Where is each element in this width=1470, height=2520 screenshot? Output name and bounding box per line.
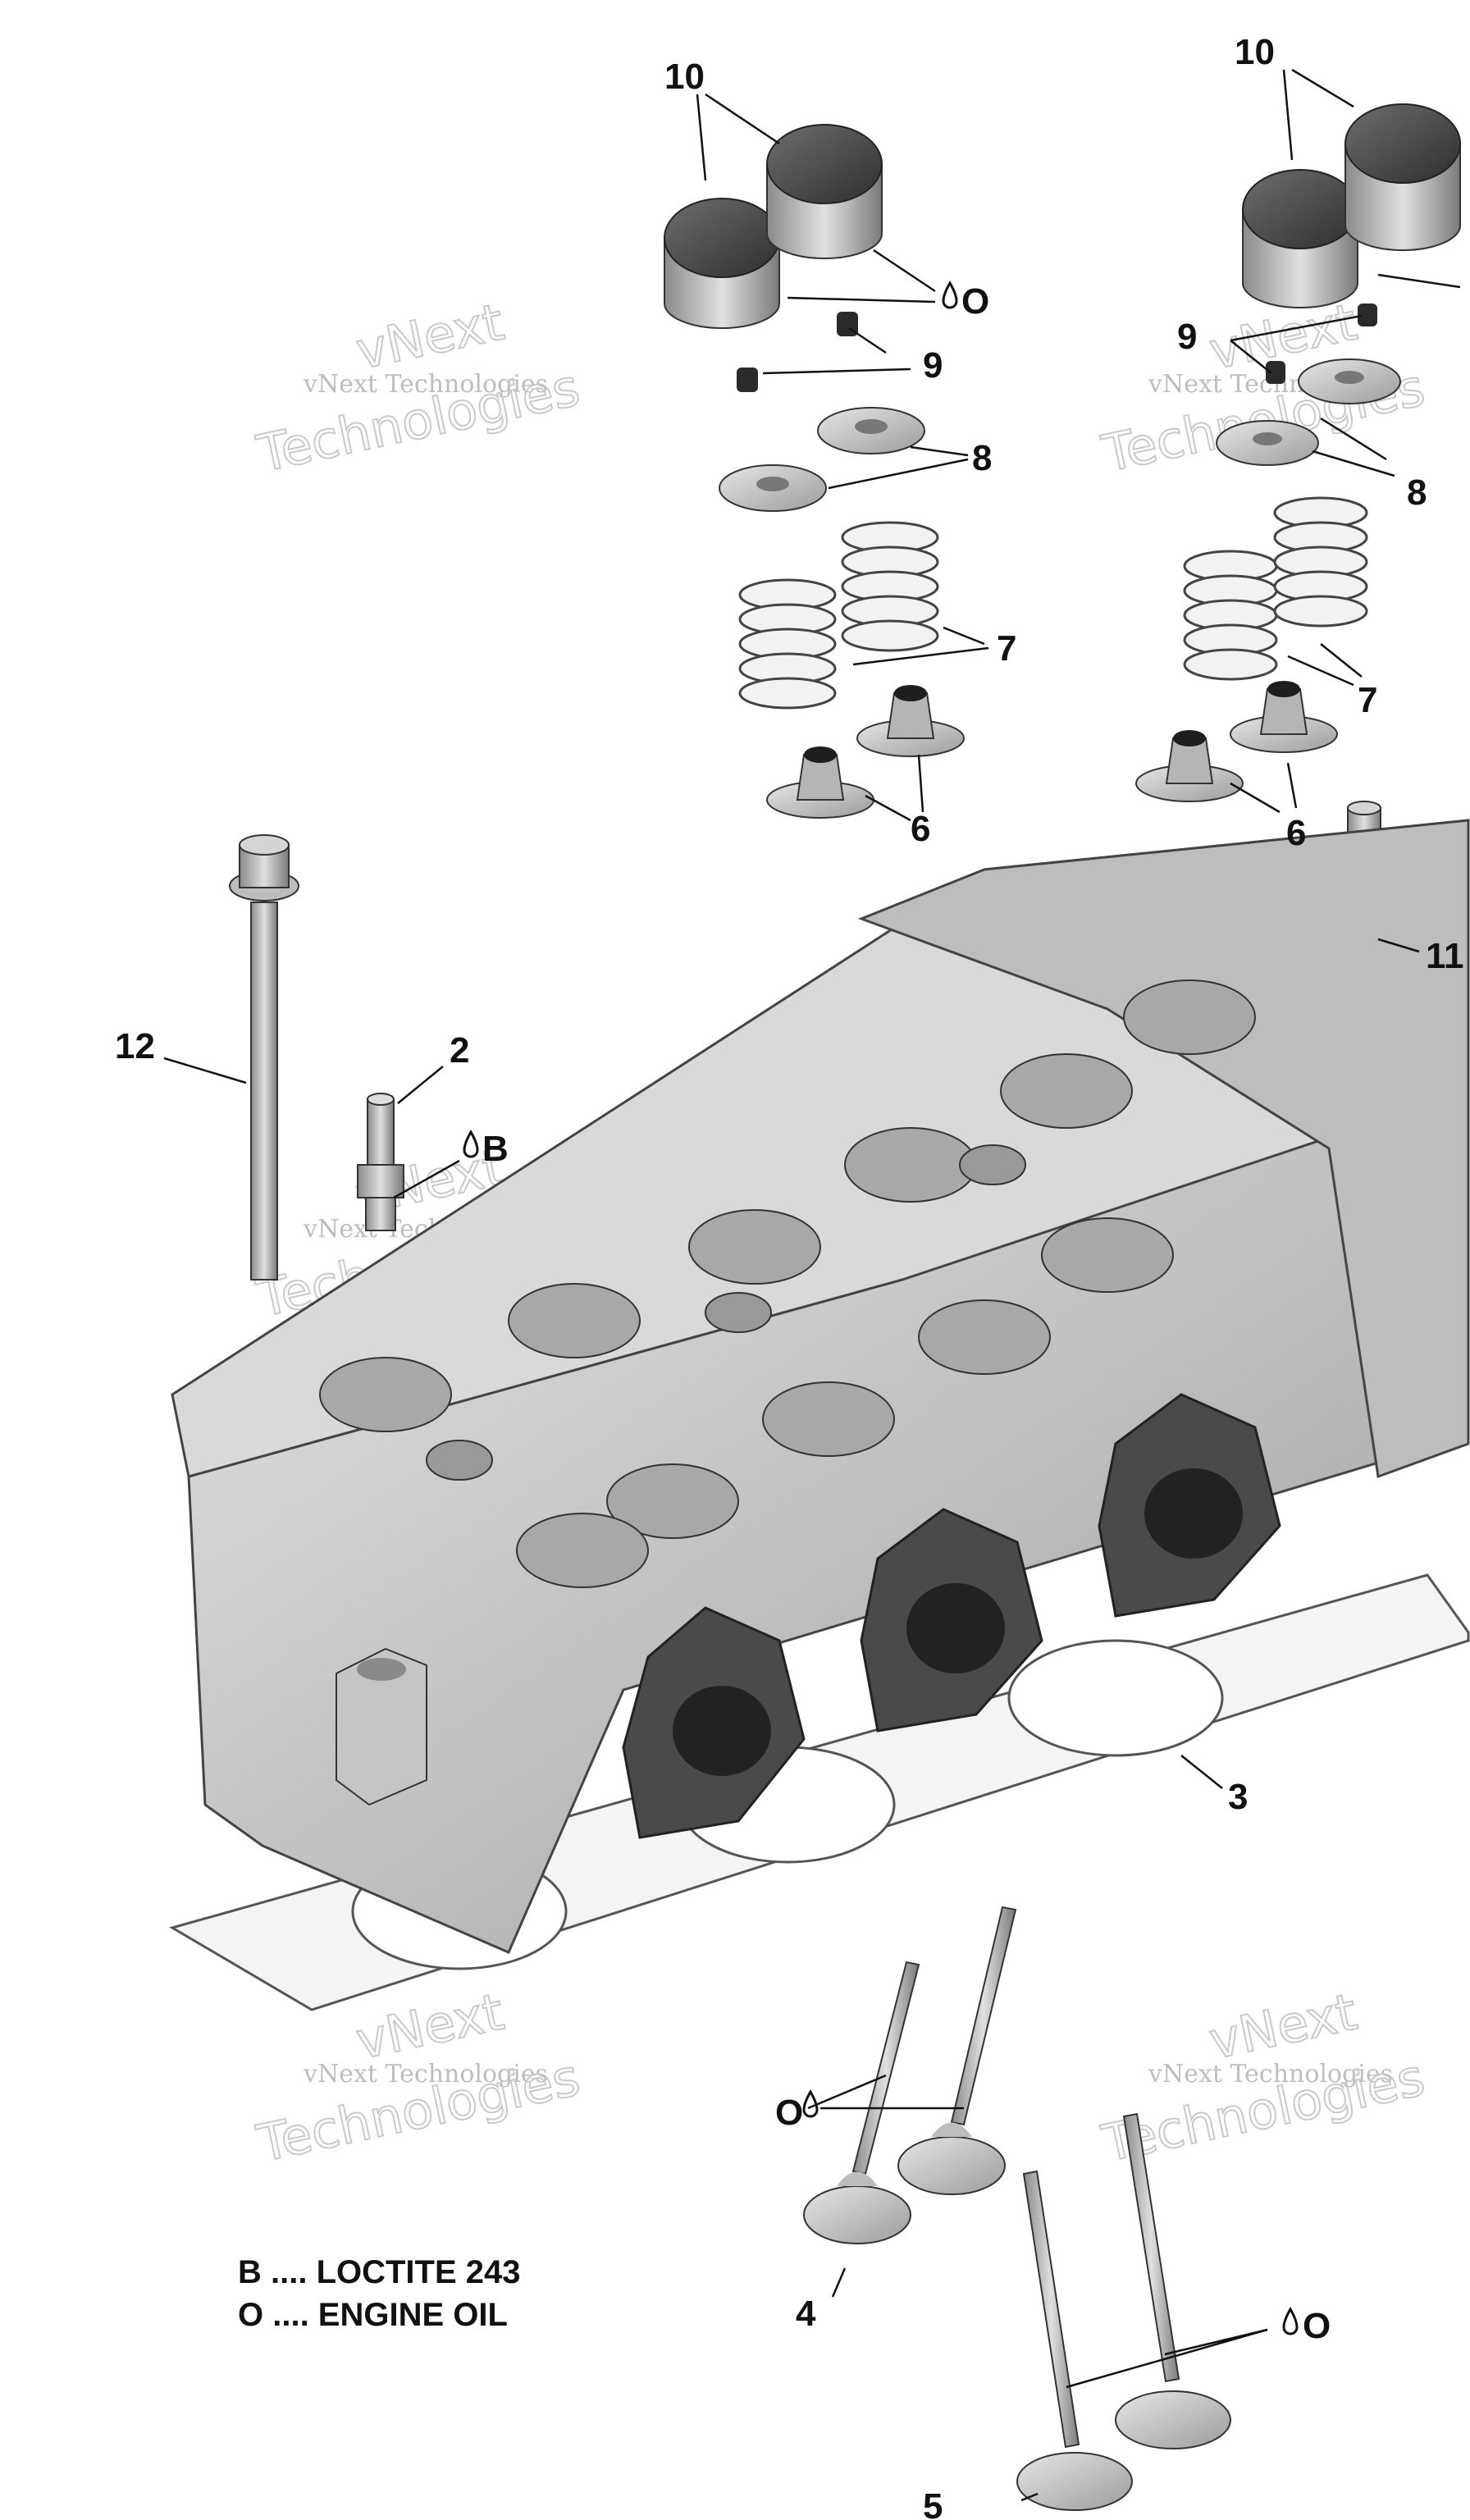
callout-10-left: 10 <box>664 57 705 97</box>
exhaust-valve-5b <box>1115 2112 1231 2449</box>
valve-spring-left-1 <box>738 578 837 710</box>
callout-9-left: 9 <box>923 345 943 386</box>
callout-10-right: 10 <box>1235 32 1275 72</box>
callout-8-right: 8 <box>1407 472 1427 513</box>
valve-bucket-left-1 <box>664 198 780 329</box>
valve-spring-right-1 <box>1183 550 1278 681</box>
oil-marker-exhaust-valves: O <box>1303 2306 1331 2346</box>
svg-text:vNext: vNext <box>351 1982 509 2071</box>
valve-bucket-right-2 <box>1344 103 1461 251</box>
intake-valve-4b <box>897 1906 1017 2195</box>
valve-stem-seal-right-1 <box>1135 730 1244 802</box>
callout-7-left: 7 <box>997 628 1016 669</box>
loctite-marker: B <box>482 1129 509 1169</box>
valve-bucket-left-2 <box>766 124 883 259</box>
svg-text:vNext Technologies: vNext Technologies <box>1148 2060 1393 2089</box>
callout-11: 11 <box>1426 936 1464 976</box>
valve-keeper-left-1 <box>737 368 758 392</box>
svg-text:vNext Technologies: vNext Technologies <box>303 370 548 399</box>
legend-loctite: B .... LOCTITE 243 <box>238 2254 521 2290</box>
callout-7-right: 7 <box>1358 680 1377 720</box>
exhaust-valve-5a <box>1016 2170 1133 2511</box>
callout-3: 3 <box>1228 1777 1248 1817</box>
sensor-fitting-2 <box>357 1093 404 1231</box>
watermark-top-left: vNext vNext Technologies Technologies <box>251 291 586 485</box>
valve-stem-seal-left-2 <box>856 685 965 757</box>
valve-keeper-right-1 <box>1266 361 1285 384</box>
spring-retainer-right-2 <box>1298 358 1401 404</box>
callout-5: 5 <box>923 2486 943 2520</box>
watermark-bottom-right: vNext vNext Technologies Technologies <box>1096 1981 1431 2175</box>
leader-lines <box>163 68 1461 2502</box>
cylinder-head <box>171 819 1470 1954</box>
svg-text:vNext: vNext <box>1204 1982 1362 2071</box>
spring-retainer-left-2 <box>817 407 925 454</box>
callout-6-right: 6 <box>1286 813 1306 853</box>
loctite-drop-icon <box>463 1129 479 1158</box>
valve-stem-seal-left-1 <box>766 746 874 819</box>
valve-bucket-right-1 <box>1242 169 1358 308</box>
oil-drop-icon <box>1282 2306 1299 2335</box>
oil-marker-intake-valves: O <box>775 2093 803 2133</box>
callout-8-left: 8 <box>972 438 992 478</box>
oil-drop-icon <box>802 2089 819 2118</box>
intake-valve-4a <box>803 1961 920 2244</box>
oil-marker-top: O <box>961 281 989 322</box>
callout-2: 2 <box>450 1030 469 1071</box>
callout-12: 12 <box>115 1026 155 1066</box>
callout-4: 4 <box>796 2294 816 2334</box>
valve-stem-seal-right-2 <box>1230 681 1338 753</box>
svg-text:vNext: vNext <box>351 292 509 381</box>
callout-6-left: 6 <box>911 809 930 849</box>
svg-text:vNext Technologies: vNext Technologies <box>303 2060 548 2089</box>
oil-drop-icon <box>942 280 958 309</box>
watermark-bottom-left: vNext vNext Technologies Technologies <box>251 1981 586 2175</box>
callout-9-right: 9 <box>1177 317 1197 357</box>
spring-retainer-right-1 <box>1216 420 1319 466</box>
spring-retainer-left-1 <box>719 464 827 512</box>
legend-engine-oil: O .... ENGINE OIL <box>238 2297 508 2333</box>
valve-keeper-right-2 <box>1358 304 1377 326</box>
cylinder-head-bolt-12 <box>229 834 299 1281</box>
valve-spring-right-2 <box>1273 496 1368 628</box>
valve-spring-left-2 <box>841 521 939 652</box>
